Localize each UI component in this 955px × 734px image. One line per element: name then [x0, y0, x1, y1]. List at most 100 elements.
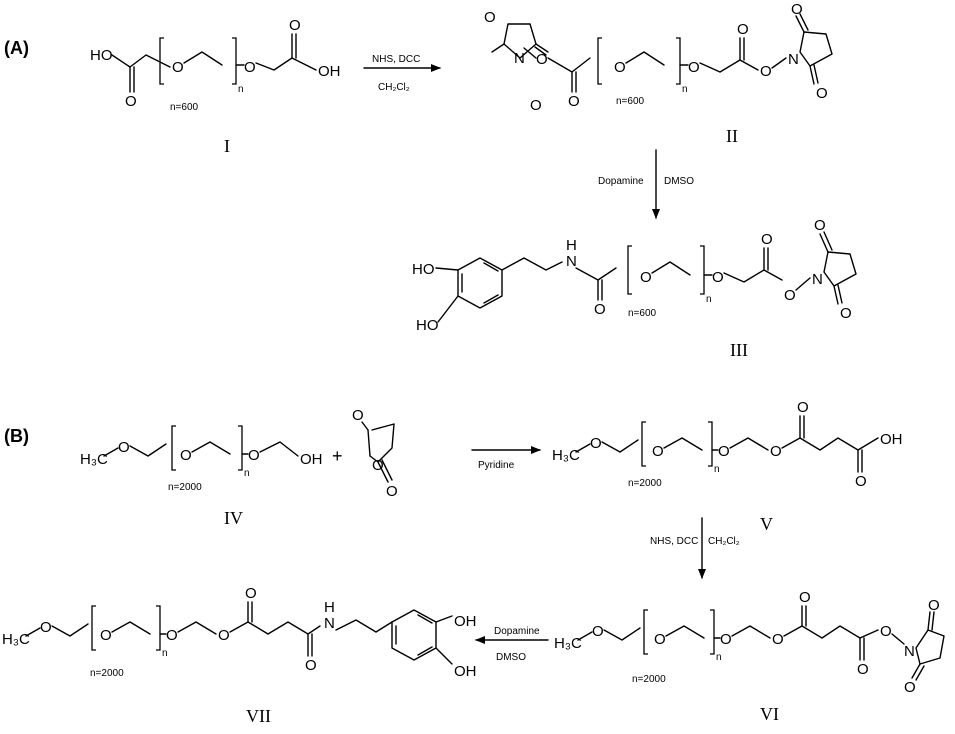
svg-text:H₃C: H₃C	[554, 635, 582, 652]
svg-text:N: N	[812, 271, 823, 288]
compound-VI-structure: H₃C O O n O O O O O N O O	[554, 589, 945, 696]
svg-text:O: O	[688, 59, 700, 76]
compound-IV-n: n=2000	[168, 482, 202, 493]
svg-text:OH: OH	[454, 663, 477, 680]
svg-text:O: O	[594, 301, 606, 318]
svg-text:n: n	[714, 464, 720, 475]
svg-text:OH: OH	[454, 613, 477, 630]
compound-I-label: I	[224, 136, 230, 156]
svg-text:O: O	[712, 269, 724, 286]
svg-text:H: H	[566, 237, 577, 254]
step5-reagent-bottom: DMSO	[496, 652, 526, 663]
svg-text:H₃C: H₃C	[80, 451, 108, 468]
step1-reagent-top: NHS, DCC	[372, 54, 420, 65]
svg-text:O: O	[640, 269, 652, 286]
svg-text:O: O	[305, 657, 317, 674]
svg-text:n: n	[162, 648, 168, 659]
svg-text:O: O	[718, 443, 730, 460]
svg-text:O: O	[799, 589, 811, 606]
svg-text:O: O	[840, 305, 852, 322]
compound-III-structure: HO HO H N O O n O O O N O O	[412, 217, 857, 334]
svg-text:OH: OH	[300, 451, 323, 468]
svg-text:N: N	[904, 643, 915, 660]
svg-text:n: n	[716, 652, 722, 663]
svg-text:H: H	[324, 599, 335, 616]
compound-I-n: n=600	[170, 102, 199, 113]
svg-text:O: O	[244, 59, 256, 76]
step3-reagent: Pyridine	[478, 460, 515, 471]
svg-text:O: O	[791, 1, 803, 18]
panel-b-label: (B)	[4, 426, 29, 446]
svg-text:N: N	[788, 51, 799, 68]
svg-text:O: O	[652, 443, 664, 460]
svg-text:N: N	[514, 50, 525, 67]
step5-reagent-top: Dopamine	[494, 626, 540, 637]
compound-IV-structure: H₃C O O n O OH	[80, 425, 323, 479]
svg-text:O: O	[772, 631, 784, 648]
svg-text:O: O	[590, 435, 602, 452]
compound-V-structure: H₃C O O n O O O O OH	[552, 399, 903, 490]
svg-text:O: O	[855, 473, 867, 490]
step2-reagent-left: Dopamine	[598, 176, 644, 187]
svg-text:O: O	[40, 619, 52, 636]
compound-VII-n: n=2000	[90, 668, 124, 679]
svg-text:O: O	[720, 631, 732, 648]
svg-text:O: O	[614, 59, 626, 76]
svg-text:HO: HO	[416, 317, 439, 334]
svg-text:O: O	[904, 679, 916, 696]
svg-text:O: O	[880, 623, 892, 640]
panel-a-label: (A)	[4, 38, 29, 58]
svg-text:O: O	[372, 457, 384, 474]
svg-text:H₃C: H₃C	[552, 447, 580, 464]
svg-text:O: O	[814, 217, 826, 234]
svg-text:O: O	[784, 287, 796, 304]
compound-II-structure: O O N O O O n O O O N O O	[484, 1, 833, 114]
svg-text:O: O	[797, 399, 809, 416]
svg-text:n: n	[244, 468, 250, 479]
svg-text:O: O	[118, 439, 130, 456]
step4-reagent-right: CH₂Cl₂	[708, 536, 740, 547]
svg-text:O: O	[386, 483, 398, 500]
compound-V-n: n=2000	[628, 478, 662, 489]
svg-text:O: O	[289, 17, 301, 34]
plus-sign: +	[332, 446, 343, 466]
svg-text:O: O	[166, 627, 178, 644]
svg-text:O: O	[100, 627, 112, 644]
svg-text:O: O	[857, 661, 869, 678]
svg-text:n: n	[682, 84, 688, 95]
svg-text:O: O	[568, 93, 580, 110]
svg-text:O: O	[761, 231, 773, 248]
svg-text:OH: OH	[880, 431, 903, 448]
svg-text:n: n	[238, 84, 244, 95]
compound-II-n: n=600	[616, 96, 645, 107]
step1-reagent-bottom: CH₂Cl₂	[378, 82, 410, 93]
svg-text:O: O	[125, 93, 137, 110]
svg-text:O: O	[760, 63, 772, 80]
svg-text:O: O	[245, 585, 257, 602]
compound-III-label: III	[730, 340, 748, 360]
compound-VII-structure: H₃C O O n O O O O H N OH OH	[2, 585, 477, 680]
svg-text:O: O	[816, 85, 828, 102]
svg-text:O: O	[770, 443, 782, 460]
compound-V-label: V	[760, 514, 773, 534]
svg-text:O: O	[484, 9, 496, 26]
compound-I-structure: HO O O n O O OH	[90, 17, 341, 110]
svg-text:O: O	[352, 407, 364, 424]
svg-text:N: N	[566, 253, 577, 270]
succinic-anhydride-structure: O O O	[352, 407, 398, 500]
svg-text:HO: HO	[412, 261, 435, 278]
svg-text:N: N	[324, 615, 335, 632]
compound-II-label: II	[726, 126, 738, 146]
svg-text:O: O	[172, 59, 184, 76]
compound-VI-label: VI	[760, 704, 779, 724]
step2-reagent-right: DMSO	[664, 176, 694, 187]
compound-VI-n: n=2000	[632, 674, 666, 685]
step4-reagent-left: NHS, DCC	[650, 536, 698, 547]
svg-text:O: O	[530, 97, 542, 114]
svg-text:O: O	[536, 51, 548, 68]
svg-text:O: O	[654, 631, 666, 648]
svg-text:O: O	[180, 447, 192, 464]
svg-text:O: O	[737, 21, 749, 38]
svg-text:O: O	[928, 597, 940, 614]
